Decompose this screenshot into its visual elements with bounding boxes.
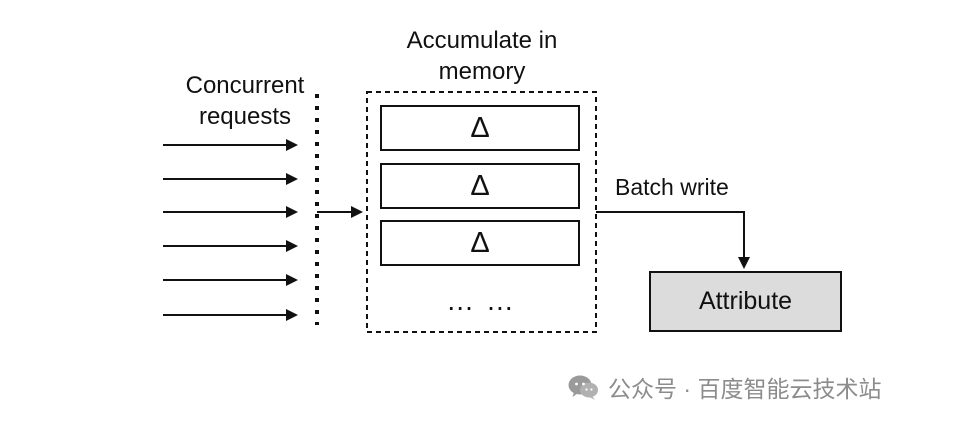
wechat-icon (568, 375, 598, 400)
delta-entry-2: Δ (380, 163, 580, 209)
more-deltas-ellipsis: … … (446, 285, 516, 316)
watermark-text: 公众号 · 百度智能云技术站 (608, 376, 882, 402)
delta-entry-2-symbol: Δ (470, 169, 490, 202)
attribute-target-box: Attribute (649, 271, 842, 332)
delta-entry-1-symbol: Δ (470, 111, 490, 144)
label-line-1: Concurrent (185, 72, 305, 99)
delta-entry-1: Δ (380, 105, 580, 151)
label-line-2: memory (438, 58, 526, 85)
delta-entry-3-symbol: Δ (470, 226, 490, 259)
concurrent-requests-label-line-1: Concurrent requests (186, 72, 305, 130)
label-line-1: Accumulate in (406, 27, 558, 54)
accumulate-in-memory-label: Accumulate in memory (378, 25, 586, 87)
label-line-2: requests (198, 103, 292, 130)
batch-write-label: Batch write (615, 174, 729, 200)
attribute-target-label: Attribute (698, 287, 793, 315)
concurrent-requests-label: Concurrent requests (150, 70, 340, 132)
batch-write-arrow (596, 211, 750, 269)
watermark: 公众号 · 百度智能云技术站 (567, 368, 881, 406)
accumulate-in-memory-label-text: Accumulate in memory (407, 27, 558, 85)
delta-entry-3: Δ (380, 220, 580, 266)
